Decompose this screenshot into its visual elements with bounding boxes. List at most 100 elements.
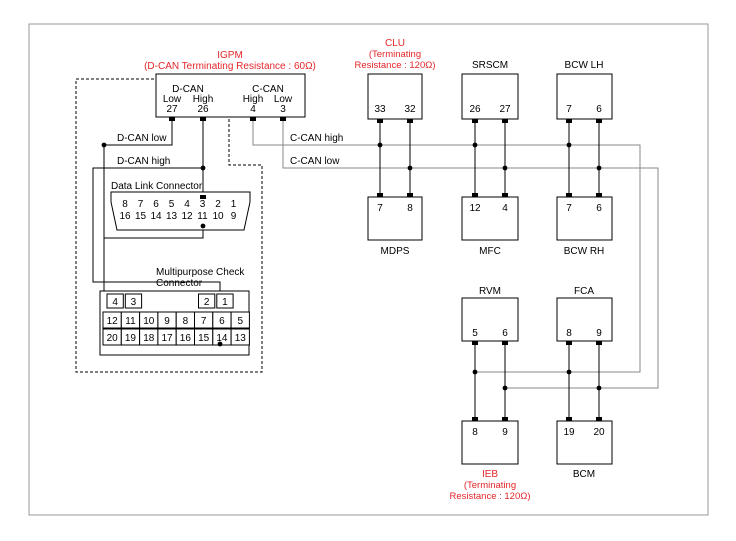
fca-pin-9: 9 (596, 328, 602, 339)
igpm-subtitle: (D-CAN Terminating Resistance : 60Ω) (144, 61, 316, 72)
igpm-ccan-low-label: Low (274, 94, 293, 105)
mpc-pin-label: 12 (107, 316, 119, 327)
mfc-module: 12 4 MFC (461, 193, 519, 257)
rvm-module: RVM 5 6 (461, 286, 519, 345)
ieb-title-line3: Resistance : 120Ω) (449, 491, 530, 502)
mpc-title-line2: Connector (156, 278, 203, 289)
multipurpose-check-connector: Multipurpose Check Connector 4 3 2 1 12 11 10 9… (99, 267, 250, 356)
dlc-pin-label: 11 (197, 211, 208, 222)
dlc-pin-label: 9 (231, 211, 237, 222)
mpc-pin-label: 2 (204, 297, 210, 308)
mpc-pin-label: 13 (235, 333, 247, 344)
clu-module: CLU (Terminating Resistance : 120Ω) 33 3… (354, 38, 436, 123)
mpc-pin-label: 4 (112, 297, 118, 308)
rvm-title: RVM (479, 286, 501, 297)
mpc-pin-label: 9 (164, 316, 170, 327)
mpc-pin-label: 10 (143, 316, 155, 327)
srscm-pin-26: 26 (469, 104, 481, 115)
igpm-pin-3: 3 (280, 104, 286, 115)
igpm-pin-26: 26 (197, 104, 209, 115)
mpc-pin-label: 20 (107, 333, 119, 344)
mpc-pin-label: 8 (183, 316, 189, 327)
bcm-title: BCM (573, 469, 595, 480)
dlc-pin-label: 15 (135, 211, 147, 222)
igpm-ccan-label: C-CAN (252, 84, 284, 95)
igpm-pin-27: 27 (166, 104, 178, 115)
mdps-pin-7: 7 (377, 203, 383, 214)
dlc-pin-label: 16 (119, 211, 131, 222)
dlc-pin-label: 6 (153, 199, 159, 210)
dlc-pin-label: 14 (150, 211, 162, 222)
igpm-module: IGPM (D-CAN Terminating Resistance : 60Ω… (144, 50, 316, 121)
igpm-dcan-high-label: High (193, 94, 214, 105)
ccan-wiring: C-CAN high C-CAN low (252, 121, 659, 417)
srscm-module: SRSCM 26 27 (461, 60, 519, 123)
ieb-title-line2: (Terminating (464, 480, 516, 491)
bcw-rh-title: BCW RH (564, 246, 605, 257)
igpm-title: IGPM (217, 50, 243, 61)
bcw-lh-title: BCW LH (565, 60, 604, 71)
mpc-pin-label: 16 (180, 333, 192, 344)
dcan-low-label: D-CAN low (117, 133, 167, 144)
mpc-pin-label: 1 (222, 297, 228, 308)
mpc-pin-label: 5 (237, 316, 243, 327)
mpc-pin-label: 7 (201, 316, 207, 327)
mfc-pin-12: 12 (469, 203, 481, 214)
dlc-pin-label: 10 (212, 211, 224, 222)
igpm-dcan-low-label: Low (163, 94, 182, 105)
bcm-pin-20: 20 (593, 427, 605, 438)
mpc-cell (216, 293, 234, 309)
dcan-high-label: D-CAN high (117, 156, 170, 167)
dlc-pin-label: 13 (166, 211, 178, 222)
dlc-pin-label: 3 (200, 199, 206, 210)
bcw-rh-module: 7 6 BCW RH (556, 193, 613, 257)
dlc-pin-label: 8 (122, 199, 128, 210)
mfc-title: MFC (479, 246, 501, 257)
dlc-pin-label: 5 (169, 199, 175, 210)
diagram-frame (28, 23, 709, 516)
mpc-pin-label: 6 (219, 316, 225, 327)
dlc-pin-label: 7 (138, 199, 144, 210)
dlc-title: Data Link Connector (111, 181, 203, 192)
bcw-rh-pin-7: 7 (566, 203, 572, 214)
clu-pin-32: 32 (404, 104, 416, 115)
igpm-dashed-enclosure (75, 78, 263, 373)
mdps-module: 7 8 MDPS (367, 193, 423, 257)
mpc-pin-label: 14 (216, 333, 228, 344)
bcw-lh-pin-7: 7 (566, 104, 572, 115)
ccan-high-label: C-CAN high (290, 133, 343, 144)
ccan-low-label: C-CAN low (290, 156, 340, 167)
mdps-title: MDPS (381, 246, 410, 257)
mpc-pin-label: 3 (131, 297, 137, 308)
mpc-cell (230, 328, 250, 346)
mdps-pin-8: 8 (407, 203, 413, 214)
igpm-dcan-label: D-CAN (172, 84, 204, 95)
mpc-pin-label: 11 (125, 316, 136, 327)
bcw-rh-pin-6: 6 (596, 203, 602, 214)
dlc-pin-label: 4 (184, 199, 190, 210)
mpc-pin-label: 19 (125, 333, 137, 344)
srscm-pin-27: 27 (499, 104, 511, 115)
mpc-cell (198, 293, 216, 309)
clu-title-line3: Resistance : 120Ω) (354, 60, 435, 71)
bcw-lh-pin-6: 6 (596, 104, 602, 115)
mpc-pin-label: 17 (161, 333, 173, 344)
dlc-pin-label: 2 (215, 199, 221, 210)
dlc-pin-label: 1 (231, 199, 237, 210)
srscm-title: SRSCM (472, 60, 508, 71)
mpc-cell (106, 293, 124, 309)
fca-module: FCA 8 9 (556, 286, 613, 345)
clu-title: CLU (385, 38, 405, 49)
mfc-pin-4: 4 (502, 203, 508, 214)
fca-pin-8: 8 (566, 328, 572, 339)
mpc-title-line1: Multipurpose Check (156, 267, 245, 278)
mpc-cell (124, 293, 143, 309)
ieb-title: IEB (482, 469, 498, 480)
igpm-ccan-high-label: High (243, 94, 264, 105)
ieb-pin-9: 9 (502, 427, 508, 438)
rvm-pin-5: 5 (472, 328, 478, 339)
mpc-pin-label: 18 (143, 333, 155, 344)
clu-pin-33: 33 (374, 104, 386, 115)
